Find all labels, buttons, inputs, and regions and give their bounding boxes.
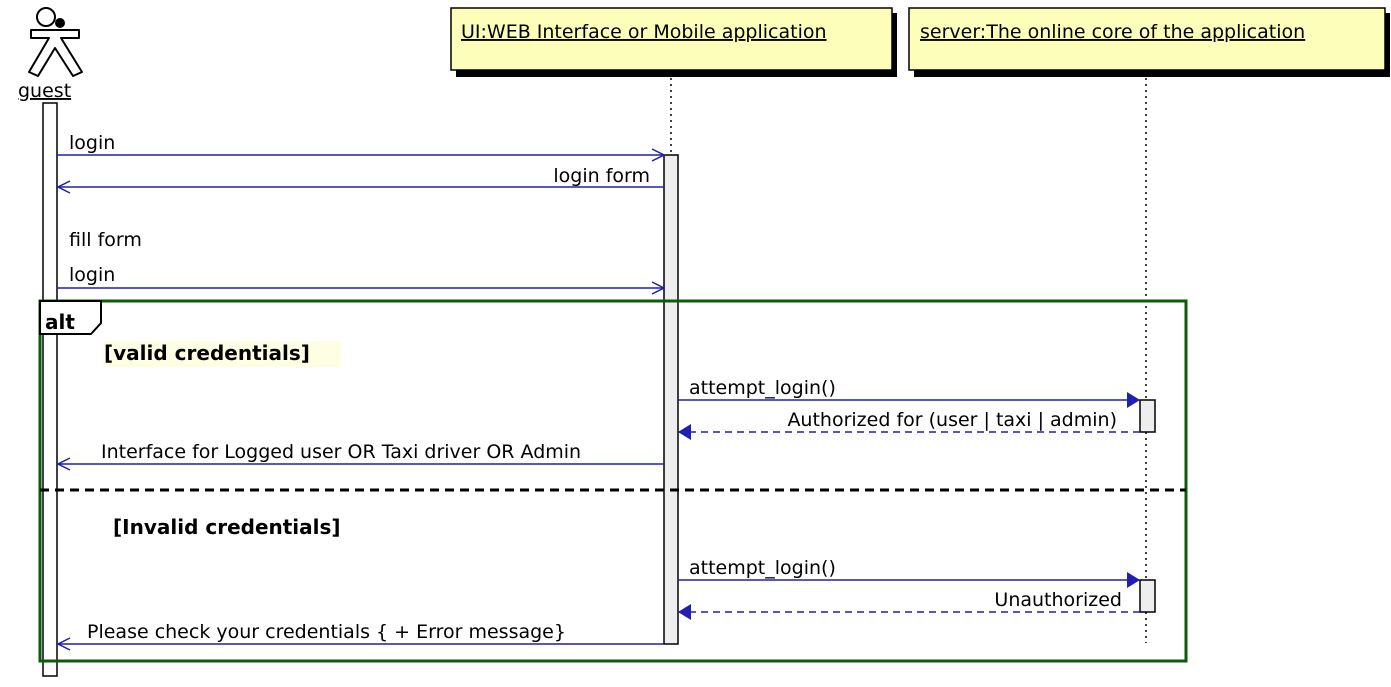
msg-unauthorized-label: Unauthorized [994, 589, 1122, 611]
msg-check-credentials-label: Please check your credentials { + Error … [87, 621, 566, 643]
server-activation-2 [1139, 579, 1156, 613]
msg-login-label: login [69, 132, 115, 154]
msg-authorized-label: Authorized for (user | taxi | admin) [787, 409, 1117, 431]
ui-activation [663, 154, 679, 645]
guard-valid: [valid credentials] [104, 341, 310, 365]
server-activation-1 [1139, 399, 1156, 433]
ui-participant-box [450, 7, 893, 71]
alt-fragment [38, 299, 1188, 663]
server-participant-box [908, 7, 1386, 71]
guest-activation [42, 102, 58, 677]
msg-attempt-login-label: attempt_login() [689, 377, 836, 399]
ui-participant-label: UI:WEB Interface or Mobile application [461, 21, 827, 43]
msg-interface-label: Interface for Logged user OR Taxi driver… [101, 441, 581, 463]
guest-actor-icon [28, 7, 83, 77]
actor-label: guest [18, 80, 71, 102]
server-participant-label: server:The online core of the applicatio… [920, 21, 1305, 43]
alt-fragment-tab [39, 300, 102, 335]
guard-invalid: [Invalid credentials] [113, 515, 341, 539]
msg-login-2-label: login [69, 264, 115, 286]
alt-label: alt [45, 310, 75, 334]
msg-fill-form-label: fill form [69, 229, 142, 251]
msg-login-form-label: login form [553, 165, 650, 187]
msg-attempt-login-2-label: attempt_login() [689, 557, 836, 579]
